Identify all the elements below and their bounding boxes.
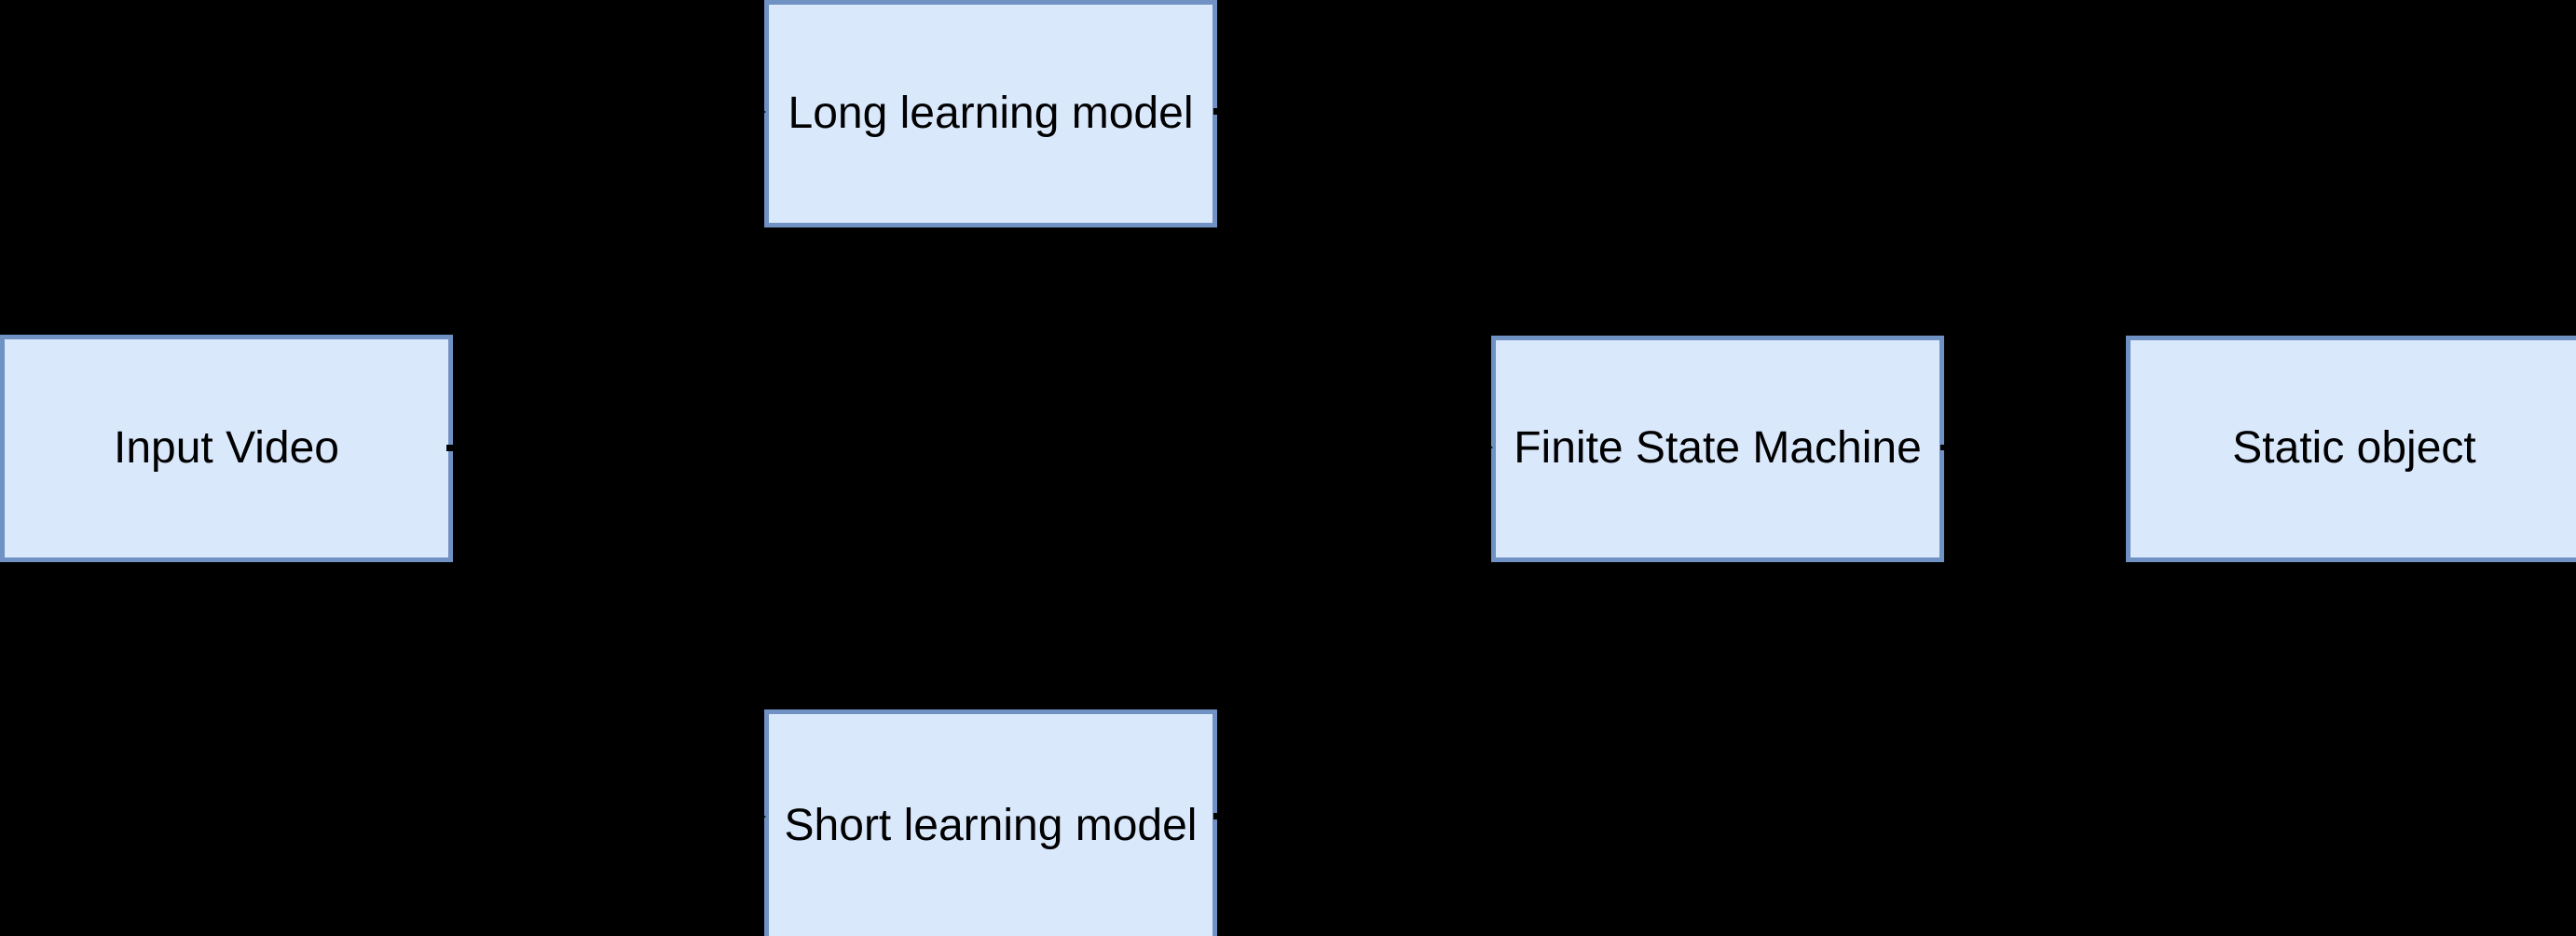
connector-stub-input-video-right <box>446 445 454 451</box>
node-label: Input Video <box>114 422 339 473</box>
connector-stub-long-model-right <box>1213 108 1223 115</box>
arrowhead-icon-static-object-left <box>2115 442 2123 451</box>
node-short-learning-model: Short learning model <box>764 709 1217 936</box>
connector-stub-fsm-right <box>1940 445 1952 450</box>
node-long-learning-model: Long learning model <box>764 0 1217 227</box>
node-static-object: Static object <box>2126 336 2576 562</box>
arrowhead-icon-short-model-left <box>758 812 766 821</box>
node-label: Short learning model <box>784 800 1198 850</box>
arrowhead-icon-long-model-left <box>758 107 766 117</box>
node-finite-state-machine: Finite State Machine <box>1491 336 1944 562</box>
arrowhead-icon-fsm-left <box>1485 443 1493 452</box>
node-label: Long learning model <box>788 88 1194 138</box>
node-label: Static object <box>2232 423 2476 474</box>
node-input-video: Input Video <box>0 335 453 562</box>
node-label: Finite State Machine <box>1514 423 1922 474</box>
connector-stub-short-model-right <box>1213 813 1223 819</box>
